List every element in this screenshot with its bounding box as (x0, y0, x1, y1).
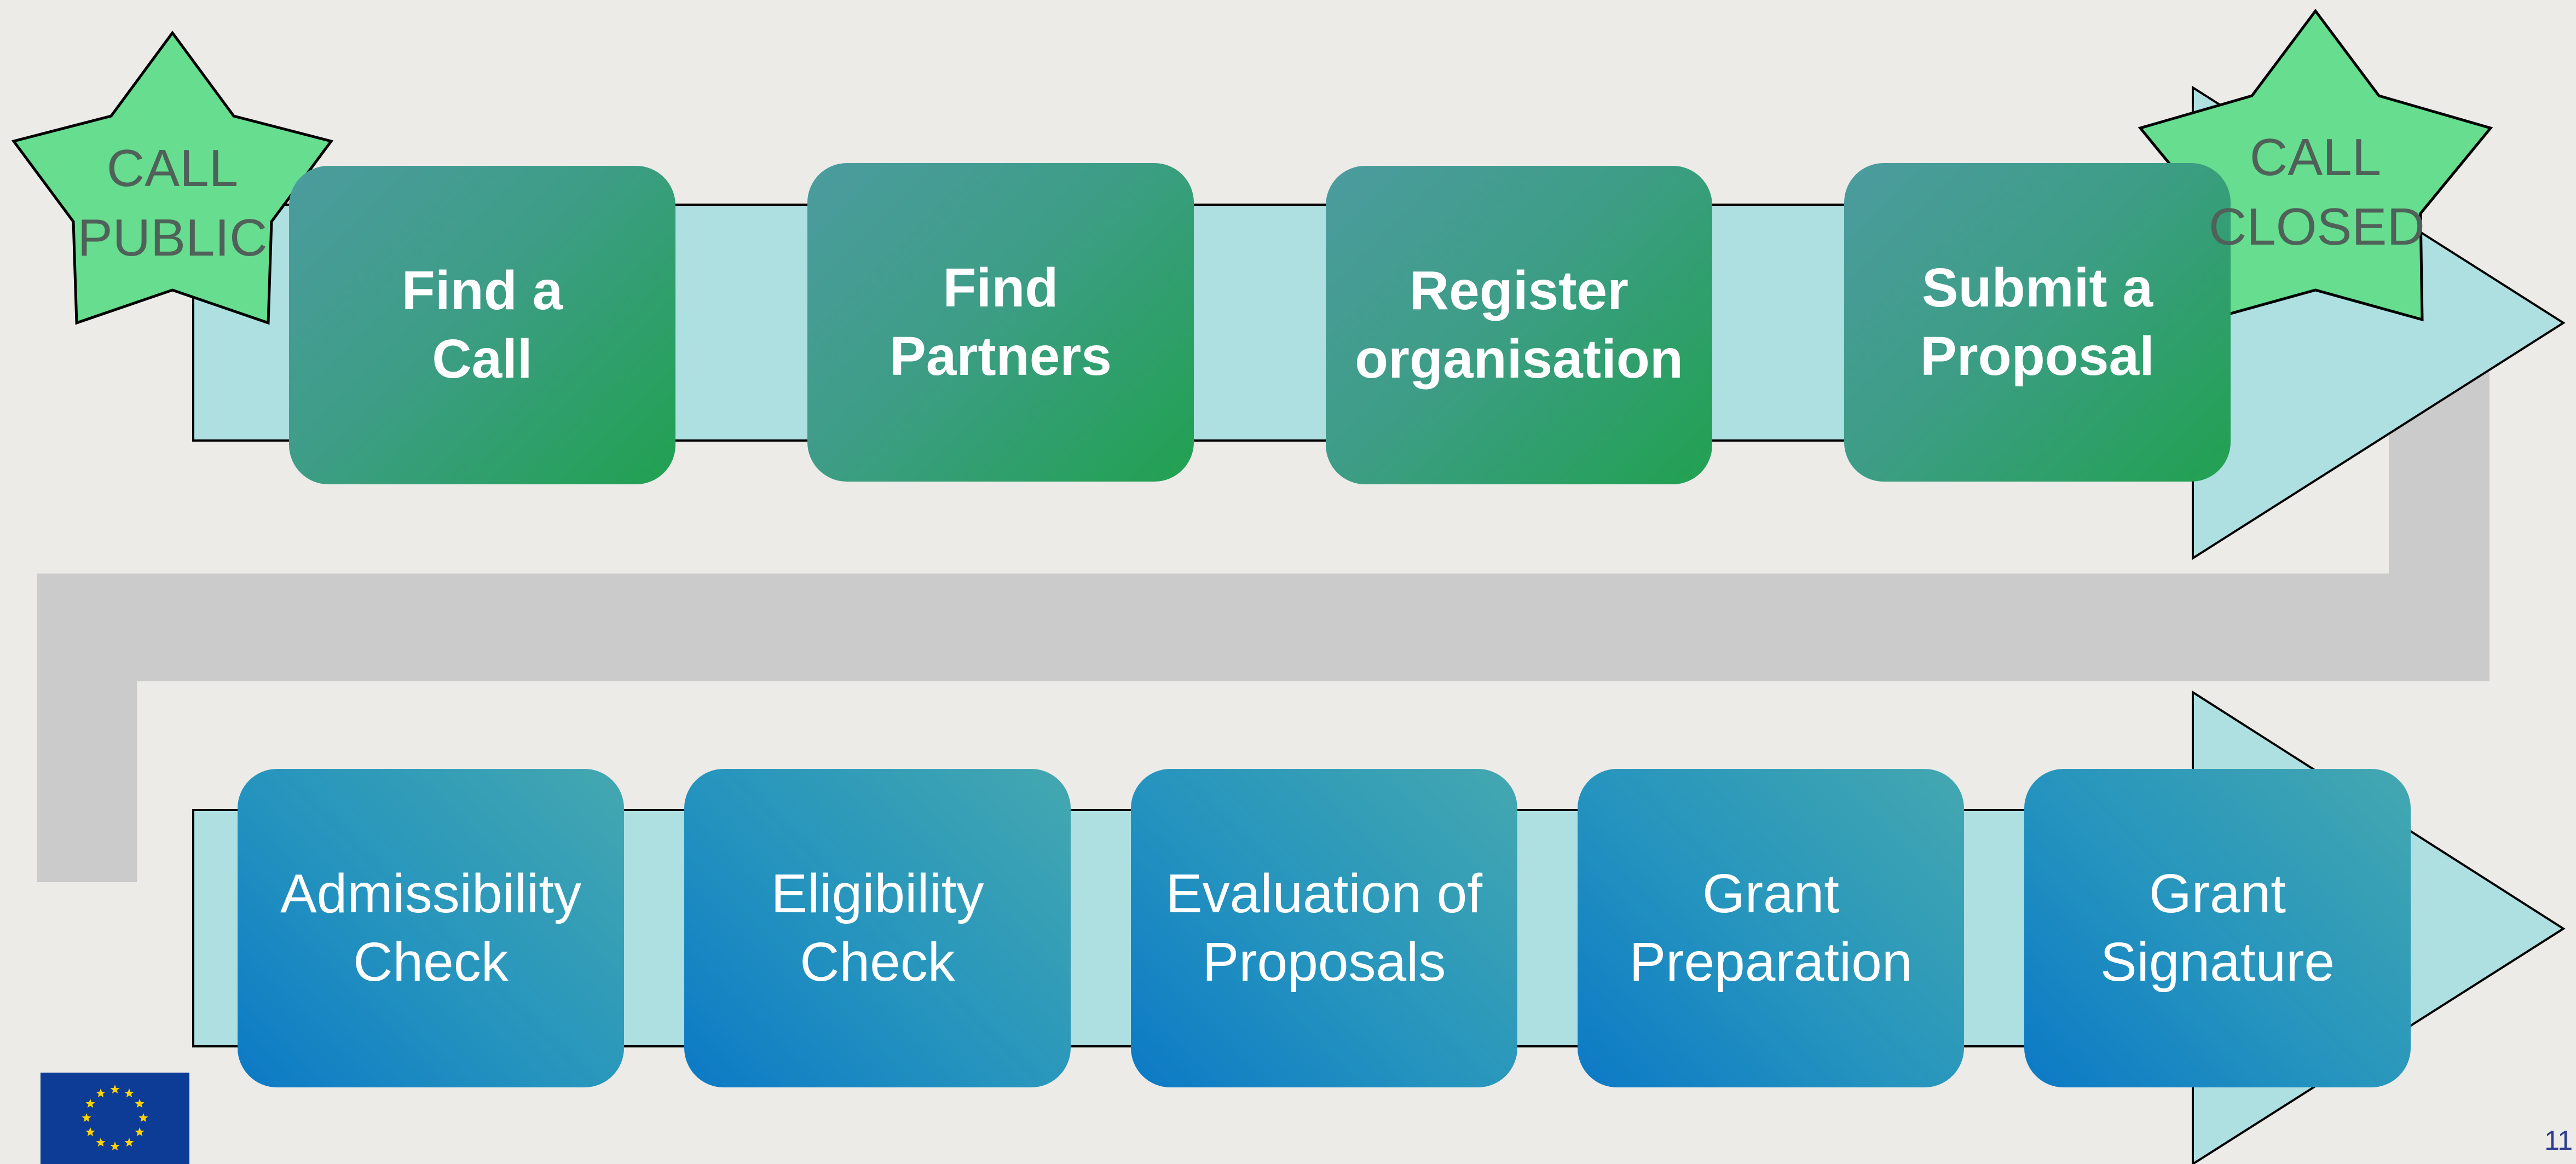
eu-flag-star (85, 1099, 95, 1108)
step-grant-preparation: Grant Preparation (1578, 769, 1964, 1087)
eu-flag-star (135, 1127, 145, 1137)
call-public-label: CALL PUBLIC (77, 139, 268, 267)
eu-flag-star (110, 1142, 120, 1151)
eu-flag-star (138, 1113, 148, 1122)
page-number: 11 (2544, 1125, 2573, 1156)
eu-flag-star (85, 1127, 95, 1137)
step-grant-signature: Grant Signature (2024, 769, 2411, 1087)
connector-path (37, 372, 2490, 882)
eu-flag-star (124, 1138, 134, 1147)
eu-flag-star (110, 1085, 120, 1094)
eu-flag-star (96, 1088, 106, 1098)
step-register-organisation: Register organisation (1326, 166, 1712, 484)
step-find-partners: Find Partners (807, 163, 1194, 482)
call-public-star (11, 30, 334, 325)
eu-flag-icon (41, 1073, 189, 1164)
step-eligibility-check: Eligibility Check (684, 769, 1071, 1087)
eu-flag-star (124, 1088, 134, 1098)
step-evaluation-of-proposals: Evaluation of Proposals (1131, 769, 1517, 1087)
step-admissibility-check: Admissibility Check (238, 769, 624, 1087)
eu-flag-star (96, 1138, 106, 1147)
eu-flag-star (135, 1099, 145, 1108)
step-submit-a-proposal: Submit a Proposal (1844, 163, 2231, 482)
step-find-a-call: Find a Call (289, 166, 675, 484)
eu-flag-star (82, 1113, 91, 1122)
call-closed-label: CALL CLOSED (2209, 128, 2425, 256)
